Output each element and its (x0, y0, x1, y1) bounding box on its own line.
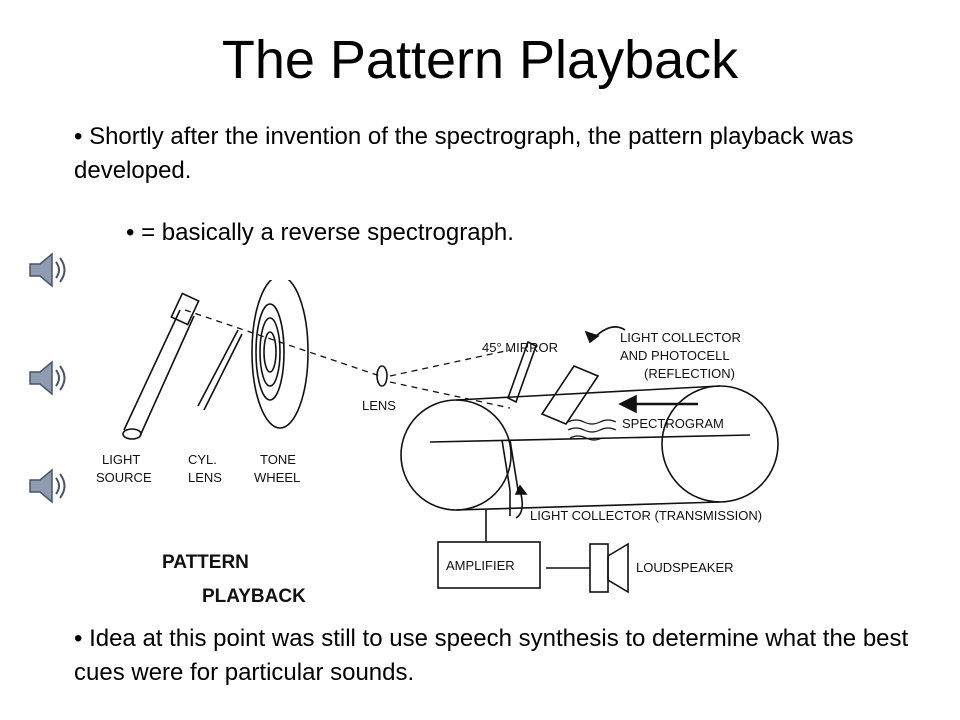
spectrogram-belt (400, 385, 779, 511)
bullet-spectrograph-history: • Shortly after the invention of the spe… (74, 123, 854, 184)
label-spectrogram: SPECTROGRAM (622, 416, 724, 431)
label-collector-1: LIGHT COLLECTOR (620, 330, 741, 345)
bullet-reverse-spectrograph: • = basically a reverse spectrograph. (126, 219, 514, 246)
loudspeaker (589, 542, 629, 594)
pattern-playback-diagram: LIGHT SOURCE CYL. LENS TONE WHEEL LENS 4… (96, 280, 779, 607)
label-collector-2: AND PHOTOCELL (620, 348, 730, 363)
belt-direction-arrow (618, 394, 698, 414)
label-source: SOURCE (96, 470, 152, 485)
speaker-icon[interactable] (26, 464, 70, 508)
light-collector-reflection (540, 326, 626, 425)
label-loudspeaker: LOUDSPEAKER (636, 560, 734, 575)
caption-playback: PLAYBACK (202, 586, 306, 607)
light-source (122, 292, 200, 440)
light-collector-transmission (501, 439, 528, 519)
amplifier-box (437, 541, 541, 589)
label-tone: TONE (260, 452, 296, 467)
label-wheel: WHEEL (254, 470, 300, 485)
spectrogram-pattern (567, 419, 617, 441)
label-collector-3: (REFLECTION) (644, 366, 735, 381)
label-light: LIGHT (102, 452, 140, 467)
tone-wheel (251, 280, 309, 429)
label-amplifier: AMPLIFIER (446, 558, 515, 573)
label-lens-small: LENS (188, 470, 222, 485)
label-transmission: LIGHT COLLECTOR (TRANSMISSION) (530, 508, 762, 523)
mirror-45 (507, 340, 537, 404)
label-mirror: 45° MIRROR (482, 340, 558, 355)
cylindrical-lens (197, 329, 243, 411)
caption-pattern: PATTERN (162, 552, 249, 573)
slide-title: The Pattern Playback (221, 30, 739, 90)
speaker-icon[interactable] (26, 356, 70, 400)
bullet-speech-synthesis-cues: • Idea at this point was still to use sp… (74, 625, 909, 686)
speaker-icon[interactable] (26, 248, 70, 292)
lens-element (376, 365, 388, 387)
label-cyl: CYL. (188, 452, 217, 467)
label-lens: LENS (362, 398, 396, 413)
